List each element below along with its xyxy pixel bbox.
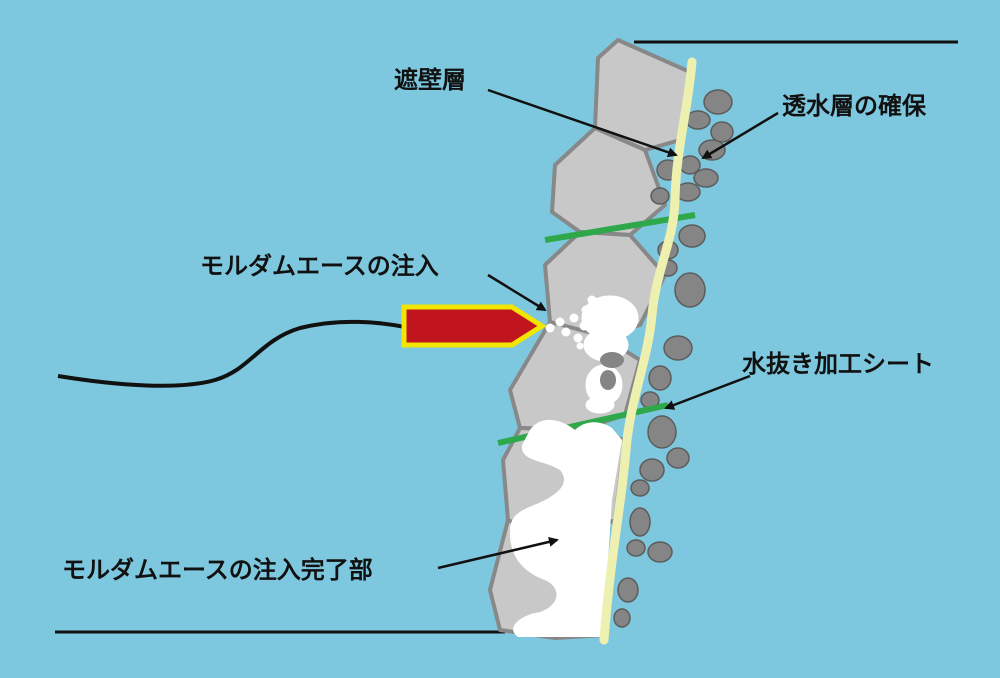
yellow-layer-line [599,57,697,645]
gravel-stone [663,335,693,361]
injection-nozzle [401,304,547,348]
gravel-stone [630,479,650,497]
arrow-permeable [701,111,779,160]
arrow-shielding [487,88,678,158]
leader-arrows [437,88,779,570]
gravel-stone [666,447,690,469]
label-permeable-layer: 透水層の確保 [782,92,927,120]
injection-hose [57,319,406,388]
gravel-stone [693,168,719,188]
injection-grout-zone [545,295,639,414]
gravel-stone [703,89,733,115]
gravel-stone [647,415,677,449]
label-injection-complete: モルダムエースの注入完了部 [62,556,373,584]
gravel-stone [678,224,706,248]
gravel-stone [629,507,651,537]
gravel-stone [650,187,670,205]
label-injection: モルダムエースの注入 [200,252,439,280]
gravel-stone [648,365,672,391]
arrow-injection [487,273,547,312]
arrow-drain [664,374,751,410]
gravel-stone [647,541,673,563]
gravel-stone [639,458,665,482]
label-shielding-layer: 遮壁層 [394,66,466,94]
gravel-stone [626,539,646,557]
gravel-stone [617,577,639,603]
gravel-stone [674,272,706,308]
label-drain-sheet: 水抜き加工シート [742,350,934,378]
drain-sheet [497,402,669,446]
gravel-stone [613,608,631,628]
grout-mass [509,419,622,637]
arrow-complete [437,536,559,570]
gravel-stone [710,121,734,143]
gravel-layer [613,89,734,628]
